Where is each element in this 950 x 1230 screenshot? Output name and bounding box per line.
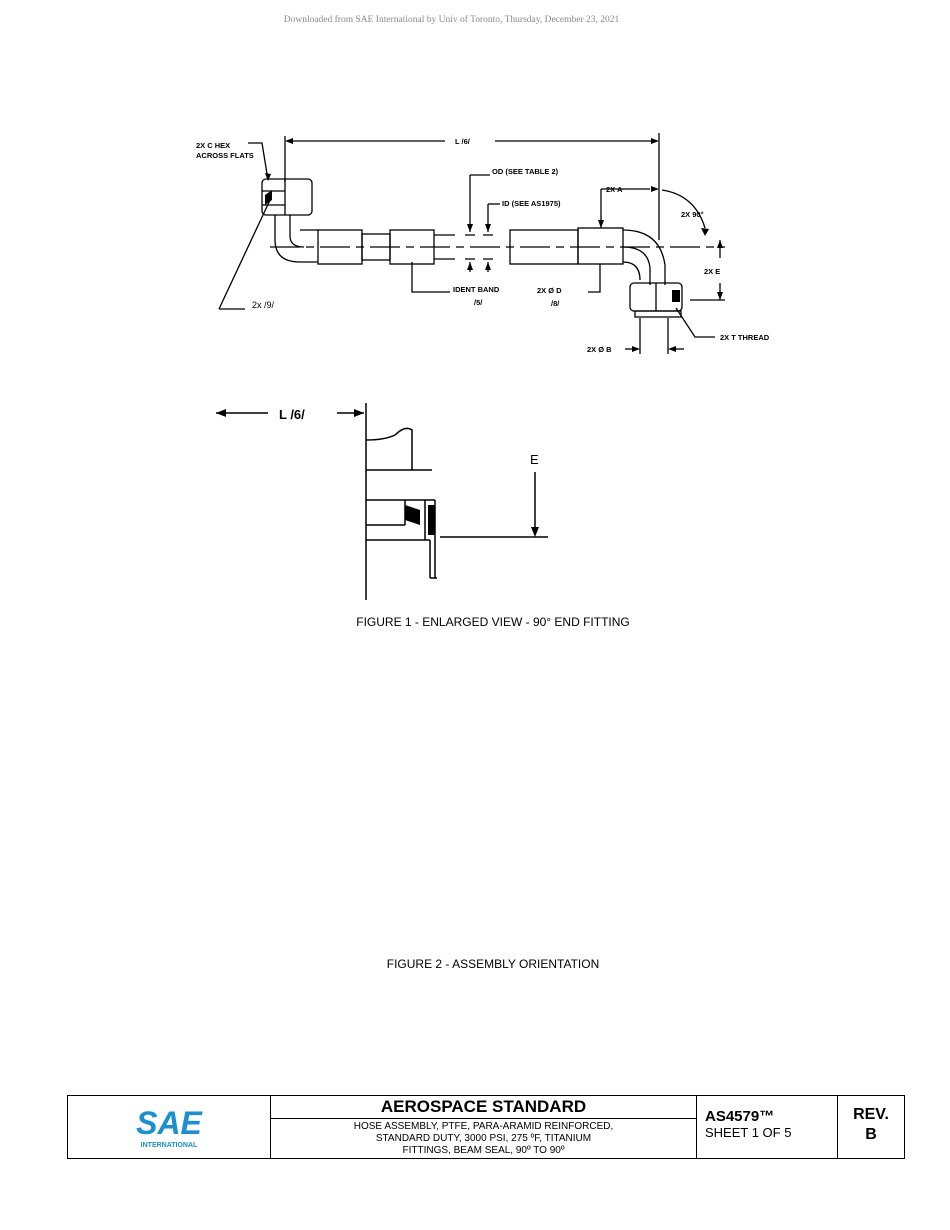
angle-label: 2X 90°: [681, 210, 704, 219]
title-line-1: HOSE ASSEMBLY, PTFE, PARA-ARAMID REINFOR…: [353, 1121, 614, 1132]
sheet-number: SHEET 1 OF 5: [705, 1125, 792, 1140]
figure-1-caption: FIGURE 1 - ENLARGED VIEW - 90° END FITTI…: [356, 615, 630, 629]
title-line-2: STANDARD DUTY, 3000 PSI, 275 ºF, TITANIU…: [375, 1133, 592, 1144]
standard-heading: AEROSPACE STANDARD: [271, 1096, 696, 1119]
dim-e-label: 2X E: [704, 267, 720, 276]
figure-1-drawing: 2X C HEX ACROSS FLATS L /6/ OD (SEE TABL…: [196, 133, 770, 600]
hex-label: 2X C HEX: [196, 141, 230, 150]
dim-d-note: /8/: [551, 299, 560, 308]
thread-label: 2X T THREAD: [720, 333, 770, 342]
sae-logo: SAE INTERNATIONAL: [68, 1096, 271, 1158]
revision-value: B: [865, 1126, 877, 1143]
svg-text:SAE: SAE: [136, 1105, 203, 1141]
document-number: AS4579™: [705, 1108, 775, 1125]
id-label: ID (SEE AS1975): [502, 199, 561, 208]
enlarged-length-label: L /6/: [279, 407, 305, 422]
length-label: L /6/: [455, 137, 471, 146]
sae-logo-icon: SAE INTERNATIONAL: [136, 1105, 203, 1149]
od-label: OD (SEE TABLE 2): [492, 167, 559, 176]
dim-a-label: 2X A: [606, 185, 623, 194]
title-block: SAE INTERNATIONAL AEROSPACE STANDARD HOS…: [67, 1095, 905, 1159]
dim-d-label: 2X Ø D: [537, 286, 562, 295]
document-number-section: AS4579™ SHEET 1 OF 5: [697, 1096, 838, 1158]
ident-band-note: /5/: [474, 298, 483, 307]
title-section: AEROSPACE STANDARD HOSE ASSEMBLY, PTFE, …: [271, 1096, 697, 1158]
dim-b-label: 2X Ø B: [587, 345, 612, 354]
revision-label: REV.: [853, 1106, 889, 1123]
document-title: HOSE ASSEMBLY, PTFE, PARA-ARAMID REINFOR…: [271, 1119, 696, 1158]
revision-section: REV. B: [838, 1096, 904, 1158]
note-9-label: 2x /9/: [252, 300, 275, 310]
svg-text:INTERNATIONAL: INTERNATIONAL: [141, 1142, 198, 1149]
enlarged-e-label: E: [530, 452, 539, 467]
hex-label-2: ACROSS FLATS: [196, 151, 254, 160]
figure-2-caption: FIGURE 2 - ASSEMBLY ORIENTATION: [386, 957, 600, 971]
title-line-3: FITTINGS, BEAM SEAL, 90º TO 90º: [402, 1145, 565, 1156]
download-watermark: Downloaded from SAE International by Uni…: [283, 15, 620, 25]
ident-band-label: IDENT BAND: [453, 285, 500, 294]
